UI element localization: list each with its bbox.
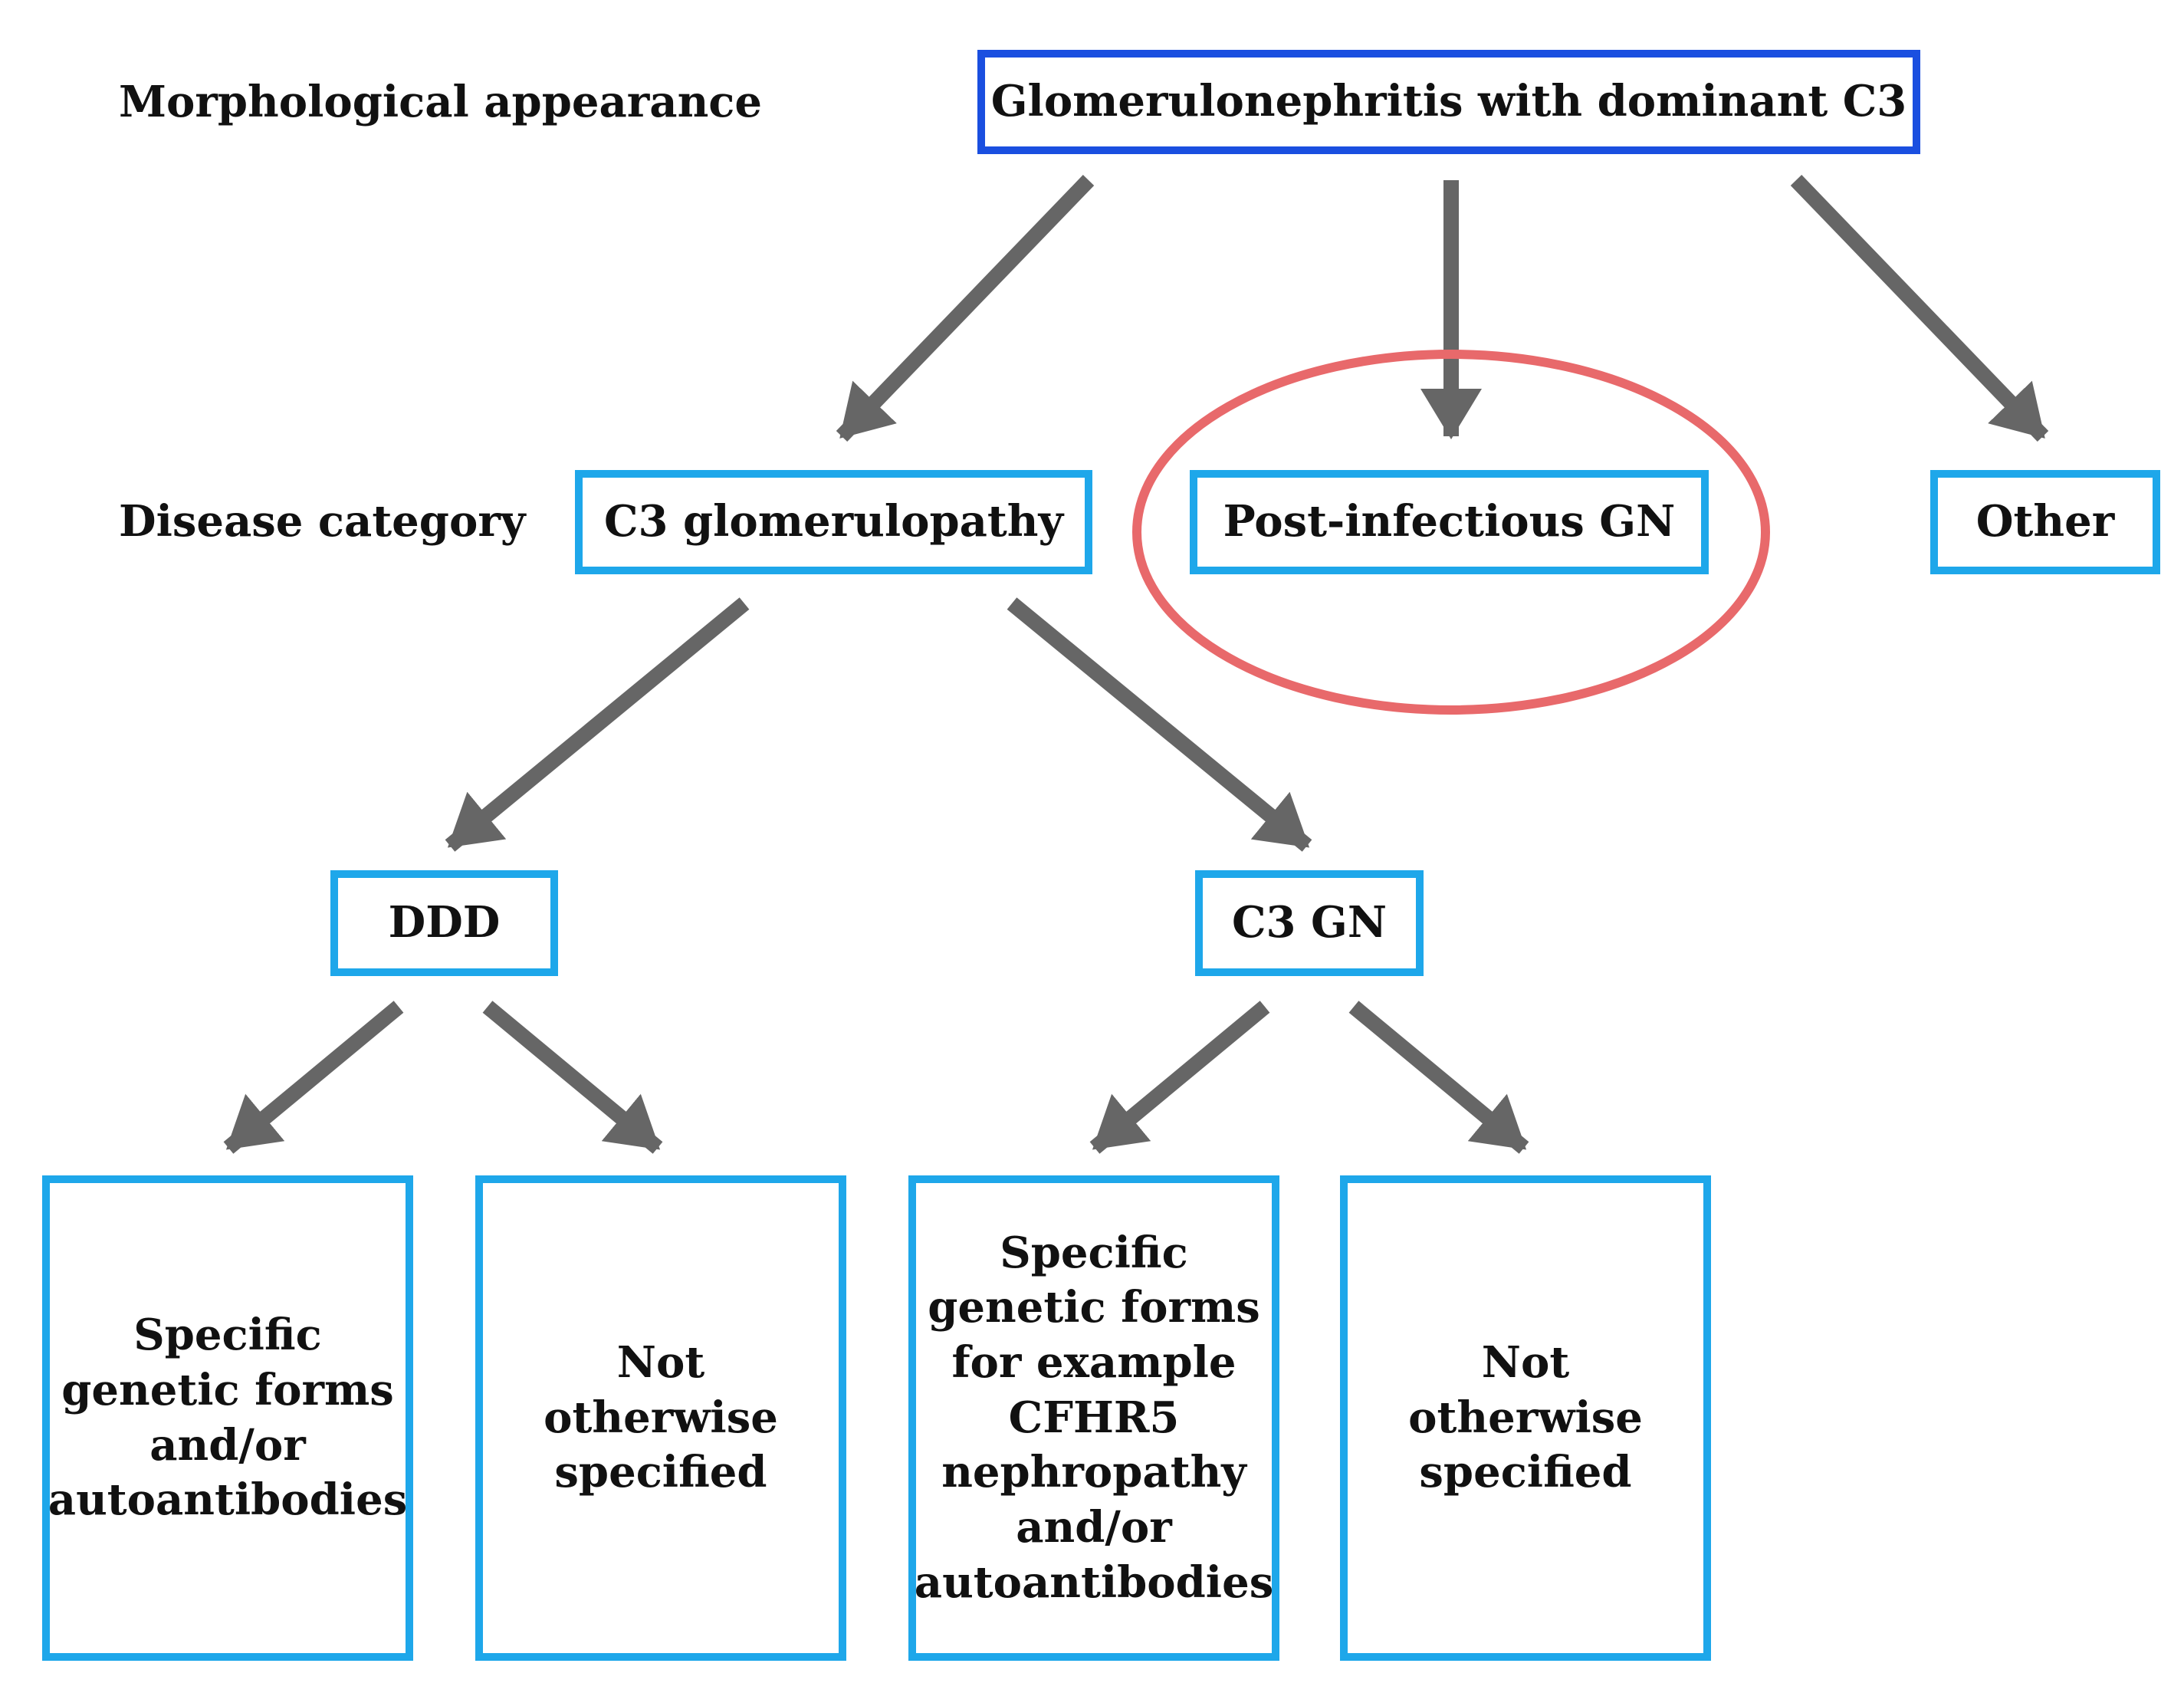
node-ddd-specific-genetic: Specific genetic forms and/or autoantibo… xyxy=(42,1175,413,1661)
node-c3-glomerulopathy: C3 glomerulopathy xyxy=(575,470,1092,574)
arrow-root-to-c3-glomerulopathy xyxy=(836,175,1095,442)
arrow-c3g-to-ddd xyxy=(445,597,750,852)
arrow-root-to-other xyxy=(1790,175,2049,442)
node-root: Glomerulonephritis with dominant C3 xyxy=(977,50,1920,154)
node-other: Other xyxy=(1930,470,2160,574)
node-post-infectious-gn: Post-infectious GN xyxy=(1190,470,1709,574)
arrow-c3gn-to-nos xyxy=(1348,1001,1529,1154)
node-c3-gn: C3 GN xyxy=(1195,870,1424,976)
arrow-c3gn-to-genetic xyxy=(1089,1001,1270,1154)
arrow-c3g-to-c3gn xyxy=(1007,597,1312,852)
level-label-morphological: Morphological appearance xyxy=(119,77,763,127)
node-c3gn-not-otherwise-specified: Not otherwise specified xyxy=(1340,1175,1711,1661)
level-label-disease-category: Disease category xyxy=(119,496,526,547)
highlight-ellipse xyxy=(1132,350,1770,715)
node-ddd-not-otherwise-specified: Not otherwise specified xyxy=(475,1175,846,1661)
node-c3gn-specific-genetic: Specific genetic forms for example CFHR5… xyxy=(908,1175,1279,1661)
arrow-ddd-to-genetic xyxy=(223,1001,404,1154)
node-ddd: DDD xyxy=(330,870,558,976)
arrow-ddd-to-nos xyxy=(482,1001,663,1154)
